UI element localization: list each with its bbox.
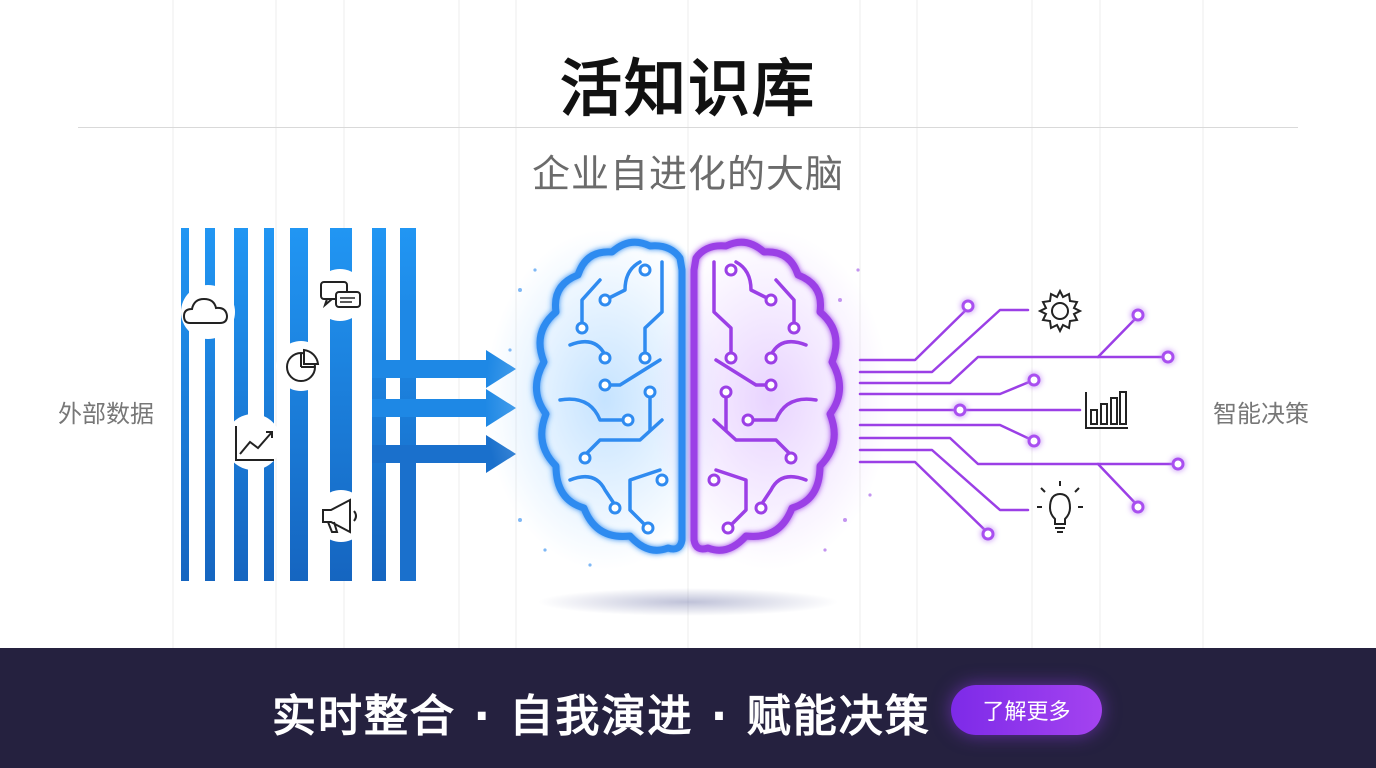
learn-more-button[interactable]: 了解更多 (951, 685, 1102, 735)
input-label: 外部数据 (58, 400, 154, 428)
brain-left-hemisphere (533, 238, 686, 554)
footer-bar (0, 648, 1376, 768)
page-subtitle: 企业自进化的大脑 (531, 152, 844, 196)
megaphone-icon (315, 490, 367, 542)
footer-tagline: 实时整合 · 自我演进 · 赋能决策 (272, 691, 931, 742)
cloud-icon (181, 285, 235, 339)
output-label: 智能决策 (1213, 400, 1309, 428)
gear-icon (1037, 288, 1083, 334)
chat-icon (314, 269, 366, 321)
input-arrows (372, 300, 516, 581)
bar-chart-icon (1085, 391, 1128, 429)
particles (508, 268, 872, 567)
lightbulb-icon (1037, 481, 1083, 533)
output-circuit-traces (858, 306, 1180, 535)
brain-right-hemisphere (690, 238, 843, 554)
page-title: 活知识库 (559, 52, 816, 125)
title-divider (78, 127, 1298, 128)
trend-chart-icon (225, 414, 281, 470)
pie-chart-icon (276, 341, 326, 391)
knowledge-brain-illustration (181, 228, 1185, 616)
